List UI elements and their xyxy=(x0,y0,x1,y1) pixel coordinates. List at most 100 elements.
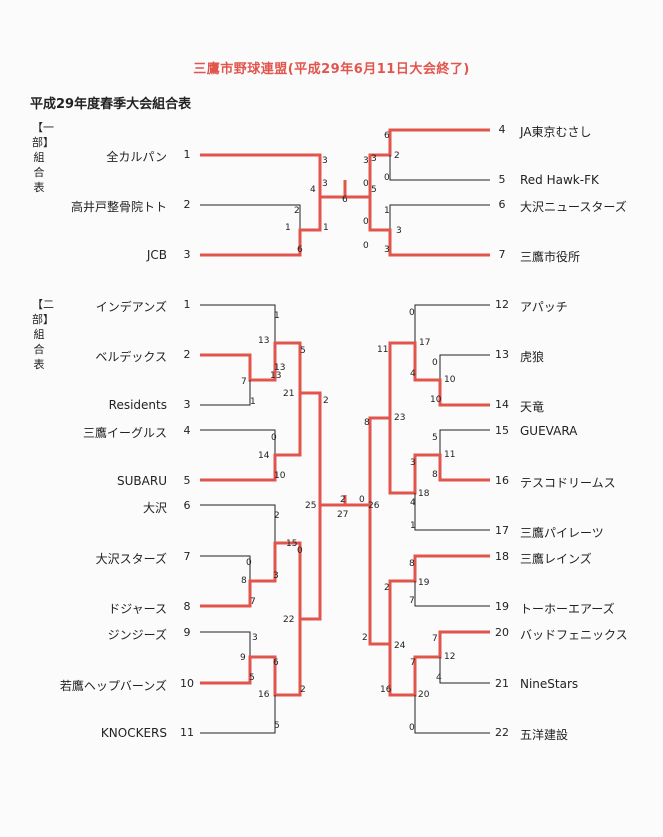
match-score: 0 xyxy=(363,241,369,251)
team-name: 若鷹ヘップバーンズ xyxy=(59,679,167,693)
page-title: 三鷹市野球連盟(平成29年6月11日大会終了) xyxy=(193,62,470,77)
bracket-line xyxy=(200,555,251,581)
match-score: 1 xyxy=(323,223,329,233)
bracket-line xyxy=(200,304,276,343)
team-name: JCB xyxy=(146,248,167,262)
match-score: 6 xyxy=(273,658,279,668)
match-score: 0 xyxy=(409,308,415,318)
match-score: 10 xyxy=(430,395,442,405)
match-score: 11 xyxy=(377,345,388,355)
match-score: 1 xyxy=(274,311,280,321)
team-name: 大沢スターズ xyxy=(95,552,167,566)
team-name: 大沢 xyxy=(142,501,167,515)
team-name: 三鷹パイレーツ xyxy=(520,526,604,540)
match-score: 5 xyxy=(432,433,438,443)
match-score: 0 xyxy=(297,546,303,556)
team-seed: 15 xyxy=(495,424,509,437)
match-score: 7 xyxy=(409,596,415,606)
match-score: 8 xyxy=(241,576,247,586)
bracket-line xyxy=(389,155,490,181)
match-score: 2 xyxy=(274,511,280,521)
match-score: 9 xyxy=(240,653,246,663)
bracket-line xyxy=(414,581,490,607)
team-seed: 17 xyxy=(495,524,509,537)
winner-line xyxy=(200,505,322,697)
team-seed: 21 xyxy=(495,677,509,690)
team-name: 天竜 xyxy=(520,400,545,414)
team-name: NineStars xyxy=(520,677,579,691)
bracket-line xyxy=(439,354,490,380)
team-seed: 2 xyxy=(183,198,191,211)
winner-line xyxy=(368,197,490,257)
team-name: 三鷹市役所 xyxy=(520,250,581,264)
team-name: テスコドリームス xyxy=(520,476,616,490)
match-score: 4 xyxy=(410,369,416,379)
team-name: ベルデックス xyxy=(95,350,167,364)
bracket-line xyxy=(200,204,301,230)
match-score: 7 xyxy=(432,634,438,644)
team-seed: 4 xyxy=(183,424,191,437)
team-name: ジンジーズ xyxy=(107,628,167,642)
team-seed: 6 xyxy=(498,198,506,211)
match-score: 1 xyxy=(410,521,416,531)
team-seed: 13 xyxy=(495,348,509,361)
match-score: 0 xyxy=(246,558,252,568)
match-score: 3 xyxy=(322,179,328,189)
match-score: 13 xyxy=(258,336,269,346)
match-score: 1 xyxy=(285,223,291,233)
team-name: 五洋建設 xyxy=(520,728,569,742)
winner-line xyxy=(388,418,490,495)
match-score: 6 xyxy=(342,195,348,205)
match-score: 0 xyxy=(363,217,369,227)
match-score: 0 xyxy=(359,495,365,505)
team-name: 高井戸整骨院トト xyxy=(70,200,167,214)
match-score: 4 xyxy=(410,498,416,508)
match-score: 4 xyxy=(310,185,316,195)
match-score: 2 xyxy=(394,151,400,161)
match-score: 10 xyxy=(274,471,286,481)
match-score: 3 xyxy=(363,156,369,166)
bracket-line xyxy=(414,695,490,734)
team-seed: 18 xyxy=(495,550,509,563)
match-score: 0 xyxy=(363,179,369,189)
team-name: トーホーエアーズ xyxy=(520,602,615,616)
team-name: インデアンズ xyxy=(95,300,167,314)
bracket-line xyxy=(439,429,490,455)
match-score: 1 xyxy=(250,397,256,407)
team-seed: 14 xyxy=(495,398,509,411)
team-seed: 1 xyxy=(183,148,191,161)
winner-line xyxy=(345,128,490,199)
team-name: ドジャース xyxy=(108,602,167,616)
team-name: 三鷹レインズ xyxy=(520,552,592,566)
match-score: 27 xyxy=(337,510,348,520)
match-score: 2 xyxy=(294,206,300,216)
bracket-line xyxy=(200,380,251,406)
match-score: 6 xyxy=(384,131,390,141)
match-score: 26 xyxy=(368,501,380,511)
team-seed: 3 xyxy=(183,398,191,411)
bracket-line xyxy=(200,695,276,734)
bracket-line xyxy=(389,204,490,230)
match-score: 18 xyxy=(418,489,430,499)
match-score: 3 xyxy=(384,245,390,255)
match-score: 8 xyxy=(364,418,370,428)
team-name: GUEVARA xyxy=(520,424,578,438)
match-score: 3 xyxy=(410,458,416,468)
team-seed: 7 xyxy=(183,550,191,563)
team-seed: 22 xyxy=(495,726,509,739)
team-seed: 12 xyxy=(495,298,509,311)
team-seed: 8 xyxy=(183,600,191,613)
match-score: 3 xyxy=(396,226,402,236)
match-score: 8 xyxy=(432,470,438,480)
team-seed: 4 xyxy=(498,123,506,136)
match-score: 15 xyxy=(286,539,297,549)
match-score: 8 xyxy=(409,559,415,569)
match-score: 10 xyxy=(444,375,456,385)
bracket-line xyxy=(200,429,276,455)
match-score: 17 xyxy=(419,338,430,348)
team-name: 虎狼 xyxy=(520,350,545,364)
page-subtitle: 平成29年度春季大会組合表 xyxy=(30,97,192,112)
match-score: 7 xyxy=(250,597,256,607)
team-seed: 1 xyxy=(183,298,191,311)
